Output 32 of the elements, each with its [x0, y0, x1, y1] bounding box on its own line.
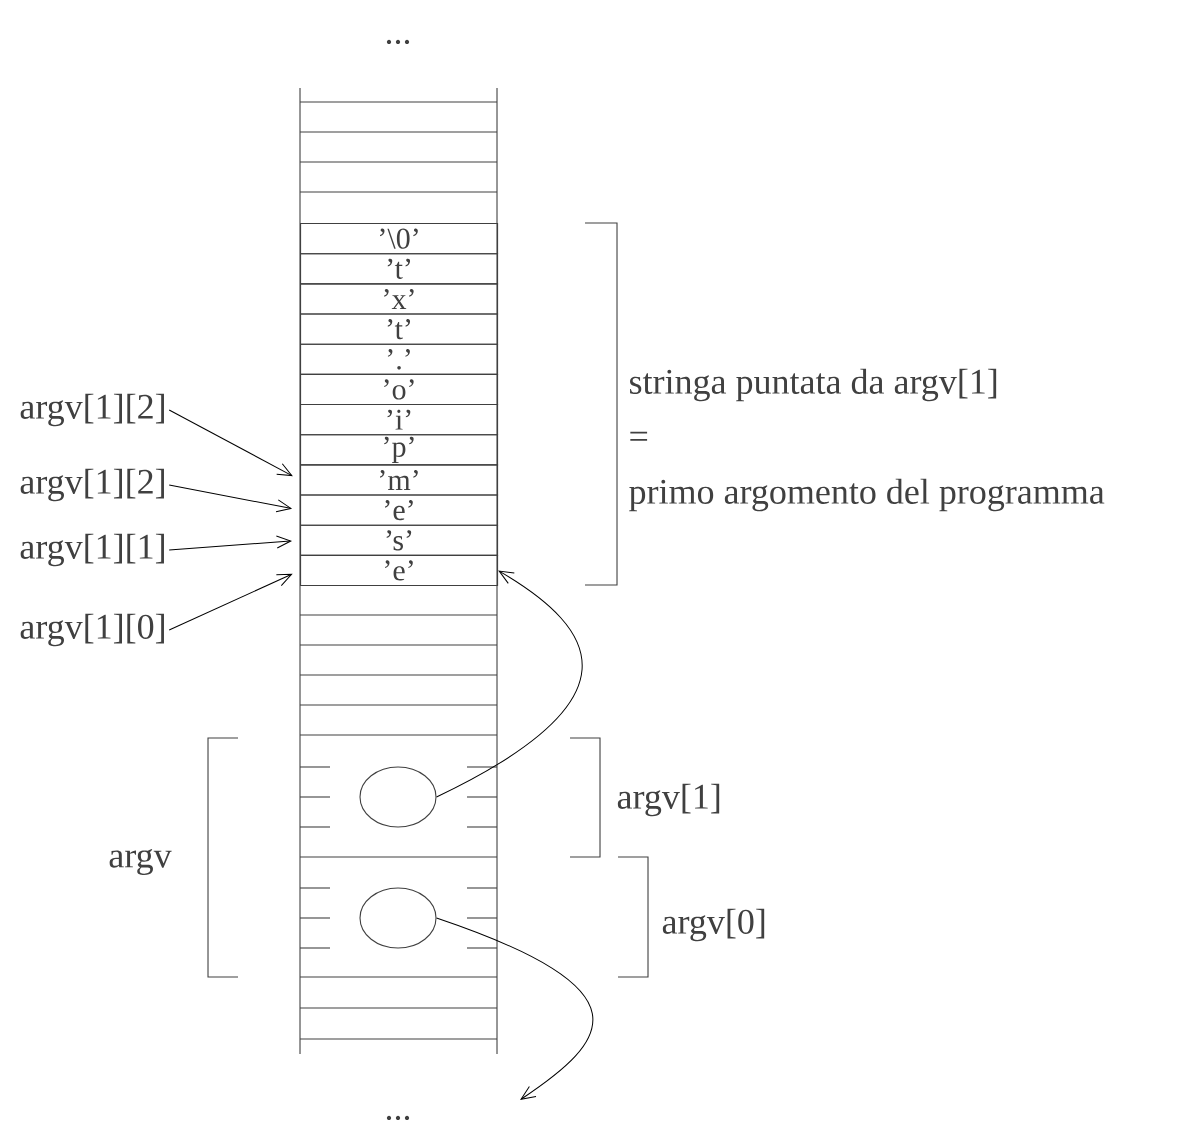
- arrow: [168, 573, 293, 631]
- pointer-label: argv[1][2]: [20, 468, 164, 502]
- memory-cell: ’x’: [300, 283, 499, 315]
- arrow: [168, 409, 293, 477]
- annotation: argv[1]: [617, 783, 720, 817]
- annotation: stringa puntata da argv[1]: [630, 368, 997, 402]
- memory-cell: ’e’: [300, 494, 499, 526]
- arrow: [168, 484, 292, 513]
- pointer-label: argv[1][2]: [20, 393, 164, 427]
- annotation: argv: [109, 848, 172, 876]
- arrow: [168, 535, 292, 551]
- arrow: [436, 917, 593, 1100]
- memory-cell: ’t’: [300, 313, 499, 345]
- memory-cell: ’.’: [300, 343, 499, 375]
- pointer-ellipse: [359, 887, 437, 949]
- memory-cell: ’i’: [300, 404, 499, 436]
- dots: ...: [386, 1115, 410, 1121]
- memory-cell: ’o’: [300, 373, 499, 406]
- memory-cell: ’t’: [300, 253, 499, 285]
- annotation: argv[0]: [662, 908, 765, 942]
- annotation: primo argomento del programma: [629, 478, 1105, 512]
- memory-cell: ’e’: [300, 554, 499, 587]
- annotation: =: [630, 431, 648, 441]
- pointer-label: argv[1][0]: [20, 613, 164, 647]
- pointer-ellipse: [359, 766, 437, 828]
- dots: ...: [386, 39, 410, 45]
- pointer-label: argv[1][1]: [20, 533, 164, 567]
- memory-cell: ’m’: [300, 464, 499, 496]
- arrow: [436, 570, 583, 798]
- memory-cell: ’\0’: [300, 223, 499, 255]
- memory-cell: ’s’: [300, 524, 499, 556]
- memory-cell: ’p’: [300, 434, 499, 466]
